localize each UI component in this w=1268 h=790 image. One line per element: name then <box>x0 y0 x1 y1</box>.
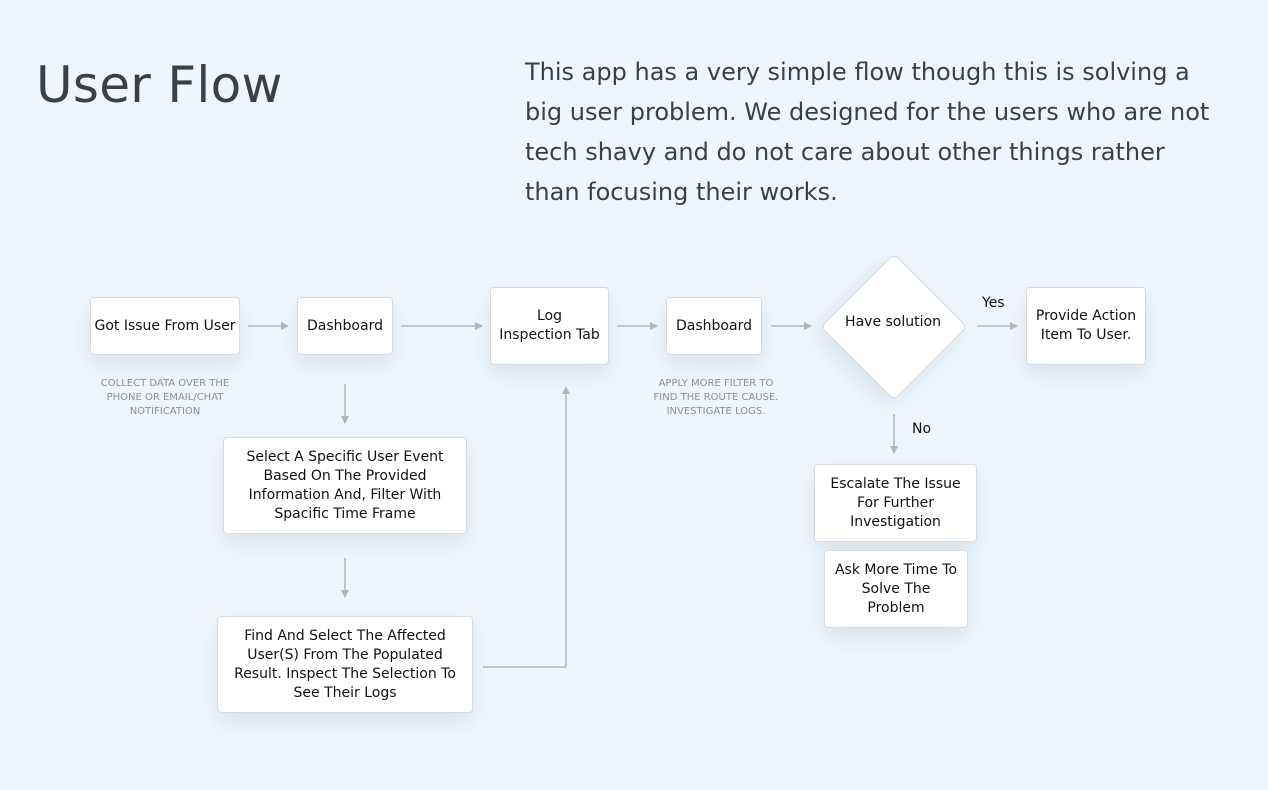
node-dashboard-2-label: Dashboard <box>676 317 752 334</box>
node-escalate-label: Escalate The Issue For Further Investiga… <box>830 475 961 530</box>
node-select-event: Select A Specific User Event Based On Th… <box>223 437 467 534</box>
node-select-event-label: Select A Specific User Event Based On Th… <box>246 448 444 522</box>
intro-paragraph: This app has a very simple flow though t… <box>525 58 1210 206</box>
node-find-select: Find And Select The Affected User(S) Fro… <box>217 616 473 713</box>
node-provide-action: Provide Action Item To User. <box>1026 287 1146 365</box>
node-got-issue: Got Issue From User <box>90 297 240 355</box>
node-provide-action-label: Provide Action Item To User. <box>1035 308 1137 343</box>
edge-label-no: No <box>912 421 932 437</box>
arrow-find-select-to-log-inspection <box>483 386 570 668</box>
node-dashboard-1: Dashboard <box>297 297 393 355</box>
node-log-inspection-label: Log Inspection Tab <box>499 308 600 343</box>
node-find-select-label: Find And Select The Affected User(S) Fro… <box>234 627 456 701</box>
decision-label: Have solution <box>845 314 941 330</box>
page-title: User Flow <box>36 56 283 114</box>
node-escalate: Escalate The Issue For Further Investiga… <box>814 464 977 542</box>
node-dashboard-2: Dashboard <box>666 297 762 355</box>
note-collect-data: COLLECT DATA OVER THE PHONE OR EMAIL/CHA… <box>100 378 230 417</box>
node-dashboard-1-label: Dashboard <box>307 317 383 334</box>
node-log-inspection: Log Inspection Tab <box>490 287 609 365</box>
node-got-issue-label: Got Issue From User <box>94 317 236 334</box>
edge-label-yes: Yes <box>982 295 1005 311</box>
node-ask-time-label: Ask More Time To Solve The Problem <box>834 561 958 616</box>
note-apply-filter: APPLY MORE FILTER TO FIND THE ROUTE CAUS… <box>653 378 779 417</box>
node-ask-time: Ask More Time To Solve The Problem <box>824 550 968 628</box>
